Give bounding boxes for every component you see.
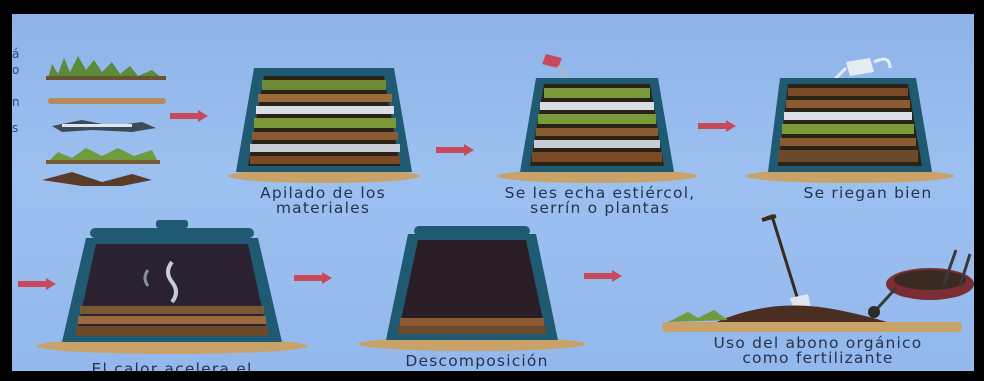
caption-line: Se les echa estiércol, (504, 184, 696, 202)
caption-line: Se riegan bien (803, 184, 933, 202)
caption-line: Uso del abono orgánico (713, 334, 923, 352)
compost-bin-icon (228, 68, 420, 183)
arrow-right-icon (170, 110, 208, 122)
caption-step5: Descomposición (362, 352, 592, 370)
branches-pile (42, 172, 152, 186)
shovel-pour-icon (542, 54, 570, 81)
shovel-icon (761, 214, 812, 318)
wheelbarrow-icon (868, 249, 974, 318)
arrow-right-icon (584, 270, 622, 282)
grass-pile (46, 148, 160, 164)
caption-step4: El calor acelera el (22, 360, 322, 371)
svg-text:s: s (12, 121, 18, 135)
arrow-right-icon (18, 278, 56, 290)
caption-line: materiales (275, 199, 371, 217)
svg-text:o: o (12, 63, 19, 77)
bin-lid (90, 228, 254, 238)
green-leaves-pile (46, 56, 166, 80)
caption-step2: Se les echa estiércol, serrín o plantas (470, 184, 730, 217)
wood-plank (48, 98, 166, 104)
caption-step1: Apilado de los materiales (208, 184, 438, 217)
caption-step3: Se riegan bien (768, 184, 968, 202)
compost-use-scene (662, 214, 974, 332)
compost-bin-icon (358, 226, 586, 351)
compost-bin-icon (36, 220, 308, 354)
svg-text:á: á (12, 47, 19, 61)
caption-line: El calor acelera el (91, 360, 253, 371)
compost-bin-icon (746, 57, 954, 183)
compost-poster: á o n s (12, 14, 974, 371)
arrow-right-icon (294, 272, 332, 284)
caption-line: Descomposición (405, 352, 549, 370)
caption-line: como fertilizante (742, 349, 894, 367)
arrow-right-icon (436, 144, 474, 156)
materials-stack: á o n s (12, 47, 166, 186)
svg-text:n: n (12, 95, 20, 109)
caption-line: serrín o plantas (530, 199, 670, 217)
compost-bin-icon (497, 54, 697, 183)
twigs-pile (52, 120, 156, 132)
arrow-right-icon (698, 120, 736, 132)
caption-line: Apilado de los (260, 184, 386, 202)
caption-step6: Uso del abono orgánico como fertilizante (664, 334, 972, 367)
